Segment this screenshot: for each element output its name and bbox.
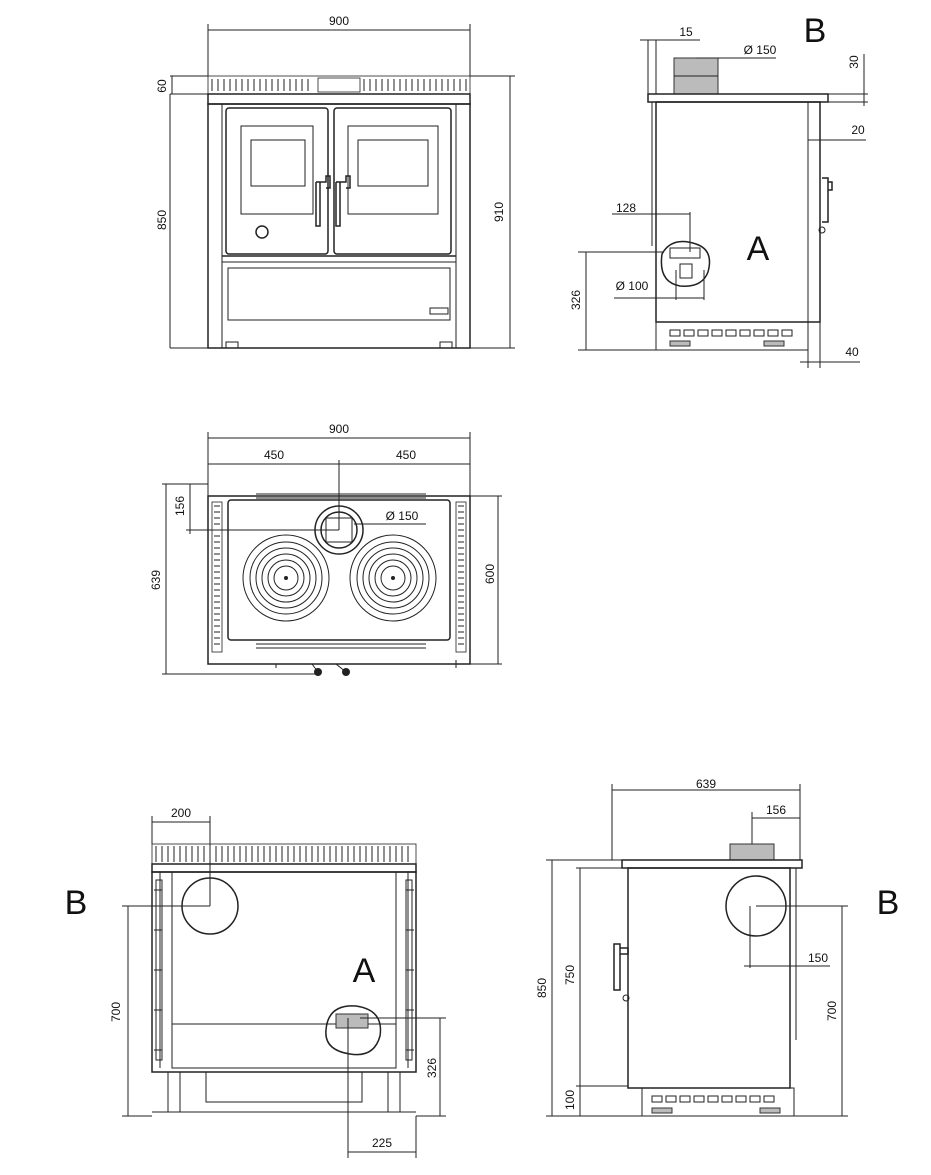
side-air-diameter-label: Ø 100 <box>616 279 649 293</box>
top-flue-depth-label: 156 <box>173 496 187 516</box>
side-air-height-label: 326 <box>569 290 583 310</box>
side2-overall-height-label: 850 <box>535 978 549 998</box>
rear-side-rails <box>154 879 414 1061</box>
side2-base-height-label: 100 <box>563 1090 577 1110</box>
top-left-hotplate <box>242 534 330 622</box>
front-left-door <box>225 107 329 255</box>
front-left-handle <box>315 175 331 227</box>
side-air-offset-label: 128 <box>616 201 636 215</box>
side2-depth-label: 639 <box>696 777 716 791</box>
side-base-vents <box>669 329 793 347</box>
front-right-handle <box>335 175 351 227</box>
rear-label-a: A <box>353 952 376 990</box>
side-top-overhang-label: 20 <box>851 123 865 137</box>
front-view: 900 60 850 910 <box>155 14 515 349</box>
front-body-height-label: 850 <box>155 210 169 230</box>
side2-label-b: B <box>877 884 900 922</box>
side-view-right: 15 Ø 150 B 30 20 128 A Ø 100 326 40 <box>569 12 868 368</box>
side-label-b: B <box>804 12 827 50</box>
top-half-left-label: 450 <box>264 448 284 462</box>
top-view: 900 450 450 156 Ø 150 639 600 <box>149 422 502 676</box>
top-flue-diameter-label: Ø 150 <box>386 509 419 523</box>
front-right-door <box>333 107 452 255</box>
front-knob <box>255 225 269 239</box>
side-flue-offset-label: 15 <box>679 25 693 39</box>
top-right-hotplate <box>349 534 437 622</box>
front-top-height-label: 60 <box>155 79 169 93</box>
side2-flue-collar <box>729 843 775 861</box>
front-overall-height-label: 910 <box>492 202 506 222</box>
rear-flue-height-label: 700 <box>109 1002 123 1022</box>
top-side-grilles <box>211 493 467 653</box>
side-top-height-label: 30 <box>847 55 861 69</box>
side-label-a: A <box>747 230 770 268</box>
top-half-right-label: 450 <box>396 448 416 462</box>
front-width-label: 900 <box>329 14 349 28</box>
side2-flue-height-label: 700 <box>825 1001 839 1021</box>
rear-air-height-label: 326 <box>425 1058 439 1078</box>
side-air-inlet <box>660 240 711 287</box>
side2-flue-depth-label: 156 <box>766 803 786 817</box>
front-top-grille <box>211 77 467 93</box>
side2-flue-offset-label: 150 <box>808 951 828 965</box>
rear-air-inlet <box>325 1005 382 1056</box>
top-width-label: 900 <box>329 422 349 436</box>
top-depth-total-label: 639 <box>149 570 163 590</box>
side-handle <box>822 177 833 223</box>
side-base-offset-label: 40 <box>845 345 859 359</box>
rear-air-offset-label: 225 <box>372 1136 392 1150</box>
side2-base-vents <box>651 1095 781 1114</box>
top-depth-body-label: 600 <box>483 564 497 584</box>
side2-body-height-label: 750 <box>563 965 577 985</box>
rear-label-b: B <box>65 884 88 922</box>
side-view-left: 639 156 B 850 750 100 150 700 <box>535 777 900 1117</box>
side-flue-diameter-label: Ø 150 <box>744 43 777 57</box>
rear-flue-offset-label: 200 <box>171 806 191 820</box>
rear-view: 200 B 700 A 326 225 <box>65 806 446 1158</box>
side2-handle <box>613 943 629 991</box>
